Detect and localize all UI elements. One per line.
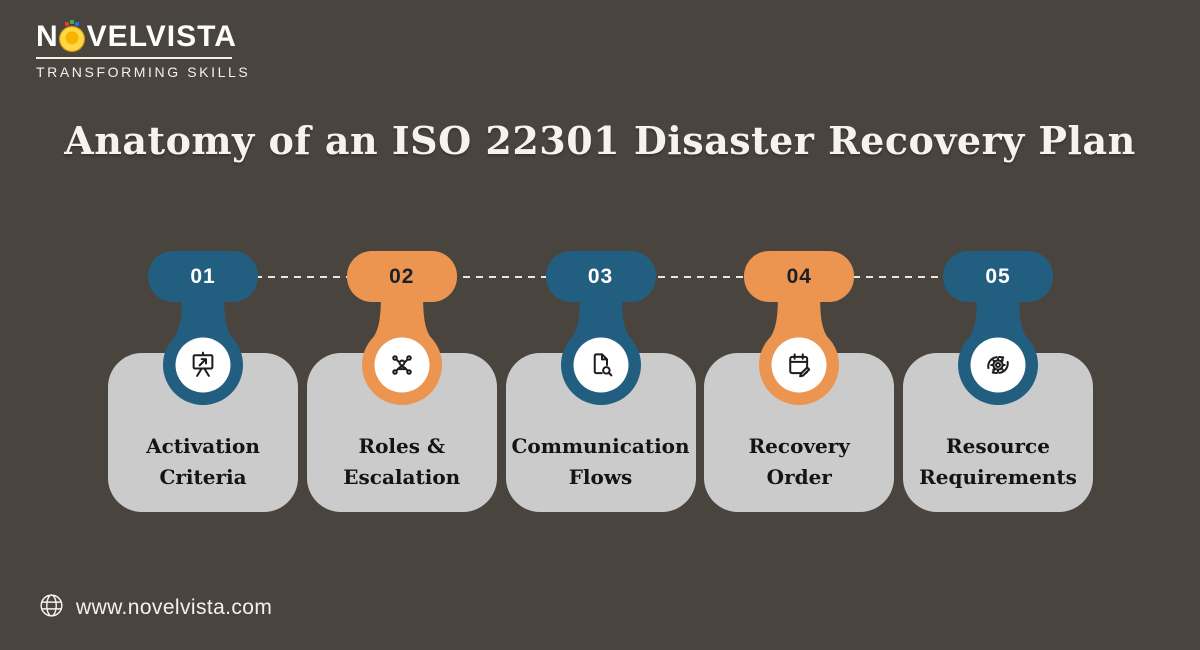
step-pin-shape [545,251,656,405]
brand-name-prefix: N [36,20,59,53]
globe-icon [38,592,65,624]
step-number-badge: 03 [587,265,614,288]
step-pin-shape [943,251,1053,405]
step-label: Activation Criteria [146,433,260,489]
website-url: www.novelvista.com [76,596,273,619]
step-label: Recovery Order [748,433,850,489]
brand-name: N VELVISTA [36,20,250,54]
step-pin-shape [744,251,855,405]
brand-tagline: TRANSFORMING SKILLS [36,64,251,80]
step-recovery-order: 04 Recovery Order [704,251,895,513]
step-pin-shape [148,251,258,405]
step-roles-escalation: 02 Roles & Escalation [306,251,497,513]
step-label: Resource Requirements [919,433,1077,489]
gear-sync-icon [983,350,1013,380]
step-number-badge: 04 [786,265,812,288]
delegation-network-icon [387,350,417,380]
sun-logo-icon [59,20,86,51]
brand-name-suffix: VELVISTA [86,20,237,53]
footer: www.novelvista.com [38,592,272,624]
step-label: Communication Flows [511,433,690,489]
steps-row: 01 Activation Criteria 02 [108,251,1093,513]
page-title: Anatomy of an ISO 22301 Disaster Recover… [64,118,1136,163]
step-label: Roles & Escalation [343,433,461,489]
step-card: Resource Requirements [903,353,1093,512]
step-pin-shape [346,251,457,405]
step-resource-requirements: 05 Resource Requirements [903,251,1093,513]
step-number-badge: 01 [190,265,216,288]
document-search-icon [586,350,616,380]
calendar-edit-icon [784,350,814,380]
step-activation-criteria: 01 Activation Criteria [108,251,298,513]
step-communication-flows: 03 Communication Flows [505,251,696,513]
presentation-arrow-icon [188,350,218,380]
step-number-badge: 02 [389,265,415,288]
logo-divider [36,57,232,59]
brand-logo: N VELVISTA TRANSFORMING SKILLS [36,20,250,80]
step-number-badge: 05 [985,265,1011,288]
